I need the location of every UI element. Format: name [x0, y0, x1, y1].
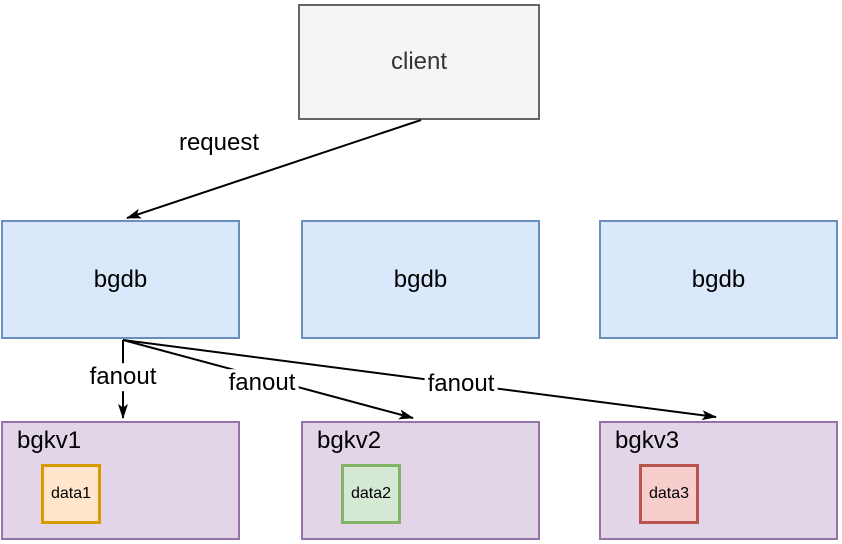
node-data3-label: data3 [648, 485, 690, 502]
node-bgdb-1-label: bgdb [93, 265, 148, 293]
node-data1-label: data1 [50, 485, 92, 502]
fanout-edge-label-2: fanout [225, 369, 299, 397]
node-bgkv3-label: bgkv3 [615, 427, 680, 454]
node-bgdb-1: bgdb [1, 220, 240, 339]
fanout-arrow-3 [122, 339, 717, 421]
node-bgkv3: bgkv3 data3 [599, 421, 838, 540]
node-bgdb-2-label: bgdb [393, 265, 448, 293]
node-bgdb-3: bgdb [599, 220, 838, 339]
node-client: client [298, 4, 540, 120]
node-bgkv2-label: bgkv2 [317, 427, 382, 454]
node-bgkv1: bgkv1 data1 [1, 421, 240, 540]
node-bgkv2: bgkv2 data2 [301, 421, 540, 540]
node-bgdb-3-label: bgdb [691, 265, 746, 293]
request-arrow [126, 119, 422, 219]
node-bgdb-2: bgdb [301, 220, 540, 339]
node-data3: data3 [639, 464, 699, 524]
node-data2-label: data2 [350, 485, 392, 502]
fanout-edge-label-3: fanout [424, 370, 498, 398]
node-data1: data1 [41, 464, 101, 524]
request-edge-label: request [175, 129, 263, 157]
node-bgkv1-label: bgkv1 [17, 427, 82, 454]
fanout-edge-label-1: fanout [86, 363, 160, 391]
node-data2: data2 [341, 464, 401, 524]
node-client-label: client [390, 48, 448, 75]
